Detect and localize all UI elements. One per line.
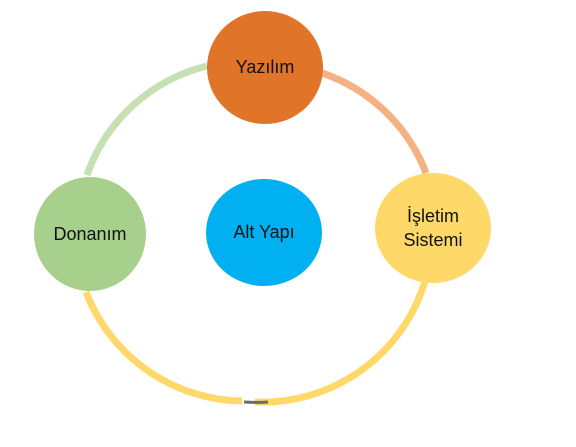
arc-top-right [320,69,430,175]
node-yazilim: Yazılım [207,11,323,124]
node-alt-yapi-label: Alt Yapı [233,222,295,243]
arc-left-top [83,62,208,177]
node-isletim-sistemi: İşletim Sistemi [375,173,491,283]
node-donanim-label: Donanım [53,223,127,244]
node-isletim-sistemi-label: İşletim Sistemi [403,205,463,250]
node-donanim: Donanım [34,177,146,291]
arc-right-bottom [254,279,429,406]
node-alt-yapi: Alt Yapı [206,179,322,286]
node-yazilim-label: Yazılım [235,57,295,78]
arc-left-bottom [82,290,243,405]
